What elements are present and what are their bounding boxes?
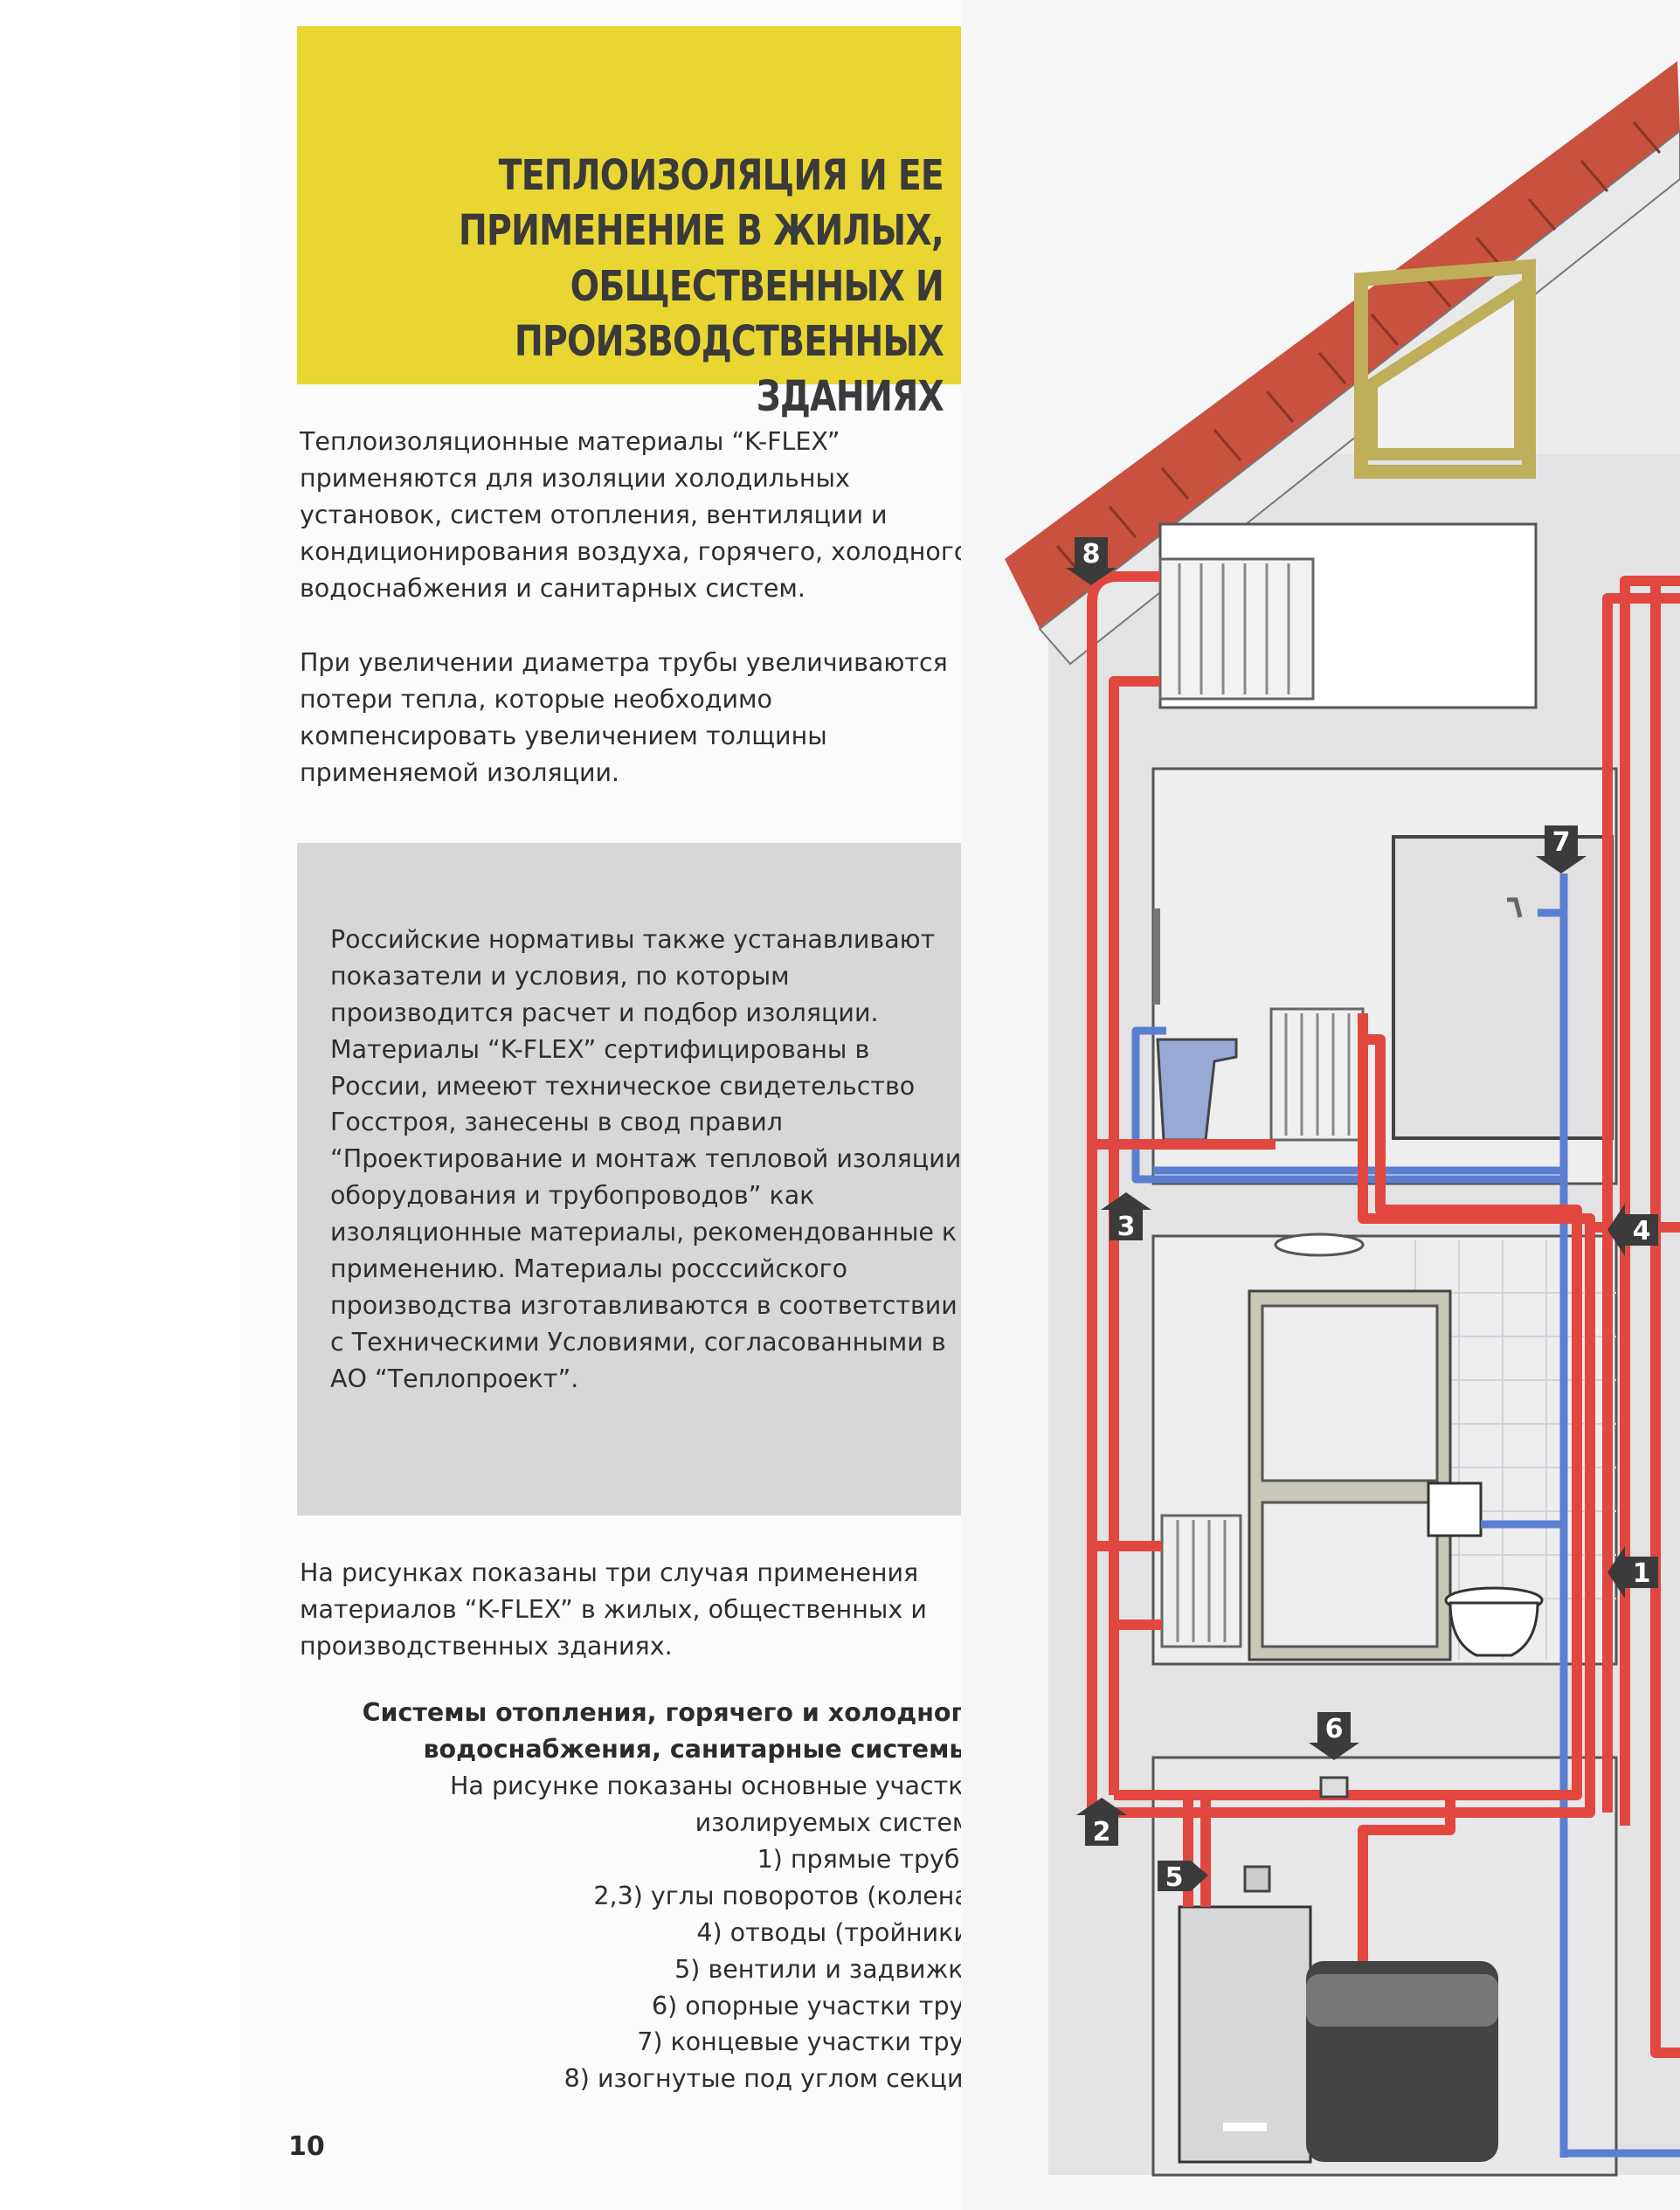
title-line-2: ПРИМЕНЕНИЕ В ЖИЛЫХ, — [458, 206, 944, 256]
shower-door — [1392, 835, 1614, 1140]
svg-text:7: 7 — [1552, 827, 1571, 858]
list-item: 6) опорные участки труб — [651, 1991, 979, 2020]
title-box: ТЕПЛОИЗОЛЯЦИЯ И ЕЕ ПРИМЕНЕНИЕ В ЖИЛЫХ, О… — [297, 26, 1048, 421]
list-item: 5) вентили и задвижки — [674, 1954, 979, 1984]
title-line-4: ПРОИЗВОДСТВЕННЫХ ЗДАНИЯХ — [514, 317, 944, 422]
list-item: 1) прямые трубы — [757, 1845, 979, 1874]
radiator-lower — [1160, 1514, 1242, 1648]
valve — [1243, 1865, 1271, 1893]
norms-box — [297, 843, 983, 1516]
list-item: 4) отводы (тройники) — [696, 1917, 979, 1947]
page-number: 10 — [288, 2131, 325, 2162]
attic-window-pane — [1365, 277, 1526, 460]
title-line-3: ОБЩЕСТВЕННЫХ И — [570, 261, 944, 311]
building-diagram: 8 7 3 4 1 6 2 5 — [961, 0, 1680, 2210]
svg-text:1: 1 — [1633, 1558, 1651, 1589]
door-glass-top — [1261, 1304, 1439, 1482]
flush-plate — [1427, 1481, 1483, 1537]
marker-5: 5 — [1158, 1861, 1208, 1893]
systems-heading: Системы отопления, горячего и холодного … — [362, 1698, 981, 1764]
attic-window — [1354, 259, 1536, 479]
hot-water-pipes — [1087, 571, 1680, 2058]
radiator-attic — [1158, 557, 1315, 701]
list-item: 7) концевые участки труб — [637, 2027, 979, 2057]
title-line-1: ТЕПЛОИЗОЛЯЦИЯ И ЕЕ — [498, 151, 944, 200]
pipe-support — [1319, 1776, 1349, 1799]
page-margin — [0, 0, 240, 2210]
water-tank-highlight — [1306, 1974, 1498, 2027]
svg-text:3: 3 — [1117, 1212, 1136, 1242]
norms-text: Российские нормативы также устанавливают… — [330, 925, 962, 1393]
marker-4: 4 — [1607, 1204, 1658, 1256]
radiator-upper — [1269, 1007, 1365, 1142]
svg-text:8: 8 — [1082, 539, 1101, 570]
door-glass-bottom — [1261, 1501, 1439, 1648]
svg-text:5: 5 — [1165, 1862, 1184, 1893]
boiler — [1178, 1905, 1312, 2164]
marker-1: 1 — [1607, 1546, 1658, 1599]
svg-text:6: 6 — [1325, 1714, 1344, 1744]
marker-6: 6 — [1309, 1712, 1359, 1760]
marker-8: 8 — [1066, 537, 1117, 585]
systems-list: 1) прямые трубы 2,3) углы поворотов (кол… — [300, 1841, 979, 2097]
shower-head — [1507, 897, 1523, 918]
list-item: 2,3) углы поворотов (колена) — [593, 1881, 979, 1910]
boiler-label-plate — [1223, 2123, 1267, 2131]
svg-text:4: 4 — [1633, 1216, 1651, 1247]
cases-paragraph: На рисунках показаны три случая применен… — [300, 1558, 927, 1661]
marker-2: 2 — [1076, 1798, 1127, 1847]
marker-7: 7 — [1536, 825, 1587, 874]
diameter-paragraph: При увеличении диаметра трубы увеличиваю… — [300, 648, 948, 787]
toilet-bowl — [1448, 1601, 1539, 1657]
mirror — [1153, 908, 1160, 1005]
intro-paragraph: Теплоизоляционные материалы “K-FLEX” при… — [300, 427, 970, 603]
systems-intro: На рисунке показаны основные участки изо… — [450, 1771, 979, 1837]
page-title: ТЕПЛОИЗОЛЯЦИЯ И ЕЕ ПРИМЕНЕНИЕ В ЖИЛЫХ, О… — [399, 148, 944, 425]
marker-3: 3 — [1101, 1192, 1151, 1242]
ceiling-lamp — [1274, 1233, 1365, 1257]
svg-text:2: 2 — [1093, 1817, 1111, 1847]
list-item: 8) изогнутые под углом секции — [563, 2064, 979, 2094]
